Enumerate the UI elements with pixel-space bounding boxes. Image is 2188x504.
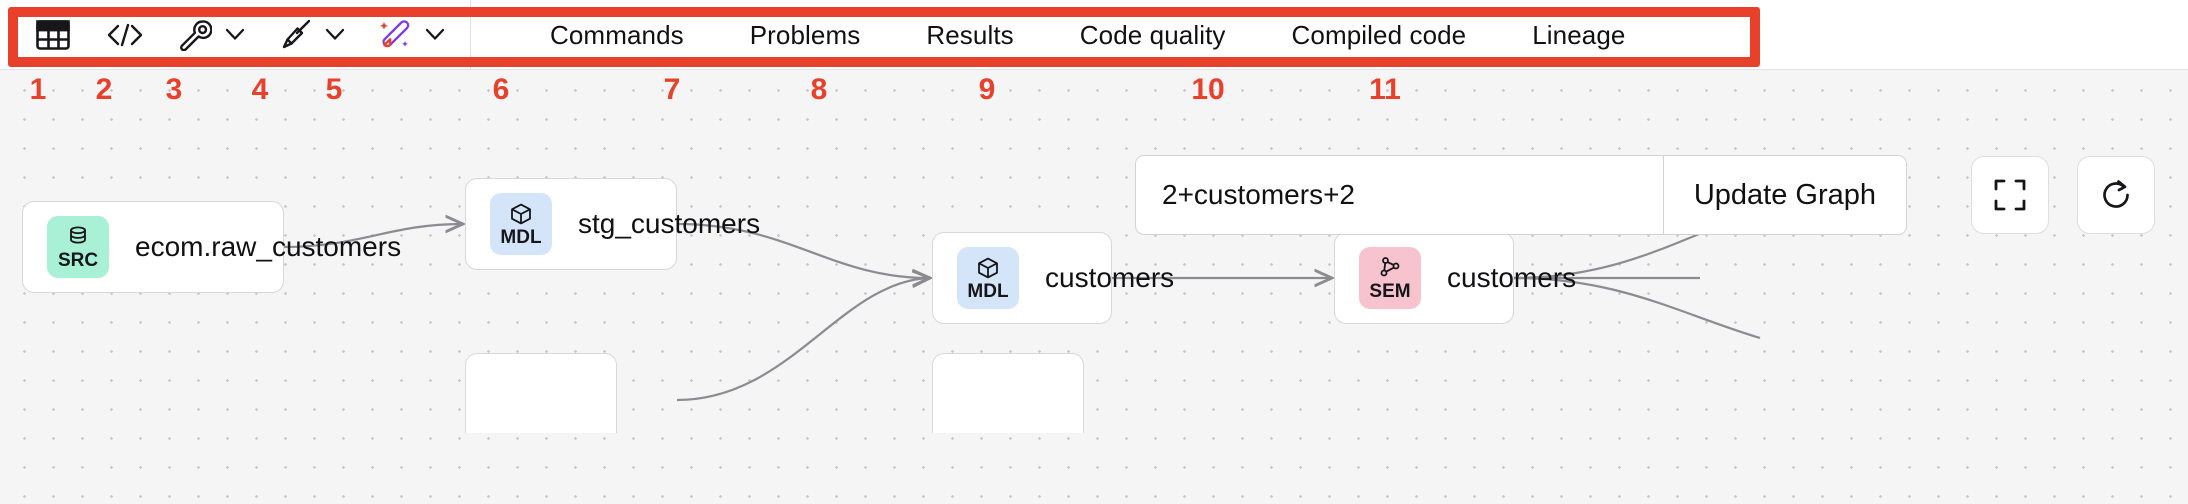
tab-compiled-code[interactable]: Compiled code bbox=[1291, 19, 1467, 50]
partial-node-left[interactable] bbox=[465, 353, 617, 433]
wrench-tool-combo bbox=[172, 12, 252, 58]
callout-10: 10 bbox=[1191, 73, 1225, 106]
badge-type-label: MDL bbox=[967, 280, 1009, 302]
callout-2: 2 bbox=[95, 73, 113, 106]
chevron-down-icon[interactable] bbox=[218, 12, 252, 58]
callout-7: 7 bbox=[663, 73, 681, 106]
callout-9: 9 bbox=[978, 73, 996, 106]
mdl-badge: MDL bbox=[957, 247, 1019, 309]
lineage-node-customers-model[interactable]: MDL customers bbox=[932, 232, 1174, 324]
callout-1: 1 bbox=[29, 73, 47, 106]
tab-results[interactable]: Results bbox=[926, 19, 1014, 50]
lineage-search-bar: Update Graph bbox=[1135, 155, 1907, 235]
callout-3: 3 bbox=[165, 73, 183, 106]
broom-icon[interactable] bbox=[272, 12, 318, 58]
node-name-label: customers bbox=[1447, 262, 1577, 293]
lineage-search-input[interactable] bbox=[1136, 156, 1663, 234]
magic-wand-icon[interactable] bbox=[372, 12, 418, 58]
sem-badge: SEM bbox=[1359, 247, 1421, 309]
callout-5: 5 bbox=[325, 73, 343, 106]
node-name-label: stg_customers bbox=[578, 208, 761, 239]
mdl-badge: MDL bbox=[490, 193, 552, 255]
lineage-edges bbox=[283, 208, 1761, 402]
tool-icon-group bbox=[0, 0, 471, 69]
update-graph-button[interactable]: Update Graph bbox=[1662, 156, 1906, 234]
src-badge: SRC bbox=[47, 216, 109, 278]
badge-type-label: SEM bbox=[1369, 280, 1411, 302]
panel-tabs: Commands Problems Results Code quality C… bbox=[471, 0, 1659, 69]
callout-4: 4 bbox=[251, 73, 269, 106]
partial-node-right[interactable] bbox=[932, 353, 1084, 433]
magic-wand-tool-combo bbox=[372, 12, 452, 58]
broom-tool-combo bbox=[272, 12, 352, 58]
badge-type-label: MDL bbox=[500, 226, 542, 248]
code-icon[interactable] bbox=[102, 12, 148, 58]
lineage-node-raw-customers[interactable]: SRC ecom.raw_customers bbox=[22, 201, 401, 293]
refresh-button[interactable] bbox=[2077, 156, 2155, 234]
badge-type-label: SRC bbox=[57, 249, 99, 271]
lineage-node-stg-customers[interactable]: MDL stg_customers bbox=[465, 178, 760, 270]
chevron-down-icon[interactable] bbox=[318, 12, 352, 58]
top-toolbar: Commands Problems Results Code quality C… bbox=[0, 0, 2188, 70]
lineage-canvas[interactable]: 1 2 3 4 5 6 7 8 9 10 11 bbox=[0, 70, 2188, 504]
node-name-label: customers bbox=[1045, 262, 1175, 293]
callout-6: 6 bbox=[492, 73, 510, 106]
tab-lineage[interactable]: Lineage bbox=[1532, 19, 1626, 50]
node-name-label: ecom.raw_customers bbox=[135, 231, 402, 262]
tab-code-quality[interactable]: Code quality bbox=[1079, 19, 1226, 50]
lineage-node-customers-semantic[interactable]: SEM customers bbox=[1334, 232, 1576, 324]
fit-view-button[interactable] bbox=[1971, 156, 2049, 234]
callout-11: 11 bbox=[1369, 73, 1401, 106]
table-view-icon[interactable] bbox=[30, 12, 76, 58]
tab-commands[interactable]: Commands bbox=[550, 19, 684, 50]
chevron-down-icon[interactable] bbox=[418, 12, 452, 58]
callout-8: 8 bbox=[810, 73, 828, 106]
tab-problems[interactable]: Problems bbox=[749, 19, 861, 50]
wrench-icon[interactable] bbox=[172, 12, 218, 58]
